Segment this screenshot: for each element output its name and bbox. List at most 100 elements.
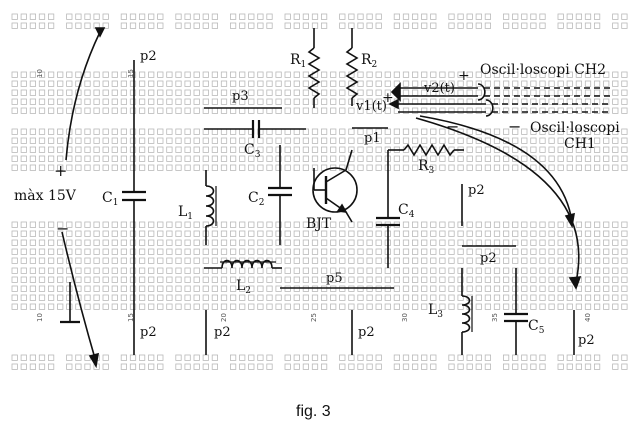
breadboard-hole — [84, 276, 91, 283]
breadboard-hole — [284, 13, 291, 20]
breadboard-hole — [375, 98, 382, 105]
col-num-20: 20 — [220, 313, 228, 322]
breadboard-hole — [229, 128, 237, 135]
breadboard-hole — [166, 239, 173, 246]
breadboard-hole — [84, 257, 91, 264]
breadboard-hole — [93, 107, 100, 114]
breadboard-hole — [293, 22, 300, 29]
breadboard-hole — [193, 80, 200, 87]
breadboard-hole — [157, 71, 164, 78]
breadboard-hole — [38, 107, 46, 114]
breadboard-hole — [102, 22, 109, 29]
breadboard-hole — [184, 89, 191, 96]
breadboard-hole — [11, 303, 18, 310]
breadboard-hole — [239, 13, 246, 20]
breadboard-hole — [457, 354, 464, 361]
breadboard-hole — [339, 363, 346, 370]
breadboard-hole — [248, 363, 255, 370]
breadboard-hole — [229, 146, 237, 153]
breadboard-hole — [466, 137, 473, 144]
breadboard-hole — [539, 164, 546, 171]
breadboard-hole — [120, 221, 127, 228]
breadboard-hole — [475, 107, 482, 114]
p2-label-bottom-27: p2 — [358, 325, 375, 340]
breadboard-hole — [375, 363, 382, 370]
breadboard-hole — [38, 363, 46, 370]
breadboard-hole — [11, 248, 18, 255]
breadboard-hole — [475, 285, 482, 292]
breadboard-hole — [430, 22, 437, 29]
breadboard-hole — [202, 107, 209, 114]
breadboard-hole — [502, 164, 510, 171]
breadboard-hole — [484, 276, 492, 283]
breadboard-hole — [594, 363, 601, 370]
breadboard-hole — [439, 257, 446, 264]
breadboard-hole — [184, 294, 191, 301]
breadboard-hole — [530, 257, 537, 264]
breadboard-hole — [293, 294, 300, 301]
c5-label: C5 — [528, 318, 545, 336]
breadboard-hole — [57, 294, 64, 301]
breadboard-hole — [375, 257, 382, 264]
breadboard-hole — [320, 137, 328, 144]
col-num-10-top: 10 — [36, 69, 44, 78]
breadboard-hole — [57, 71, 64, 78]
breadboard-hole — [157, 267, 164, 274]
breadboard-hole — [594, 22, 601, 29]
breadboard-hole — [311, 354, 319, 361]
breadboard-hole — [311, 137, 319, 144]
breadboard-hole — [530, 230, 537, 237]
breadboard-hole — [375, 303, 382, 310]
breadboard-hole — [348, 221, 355, 228]
breadboard-hole — [366, 294, 373, 301]
breadboard-hole — [148, 267, 155, 274]
breadboard-hole — [302, 294, 310, 301]
breadboard-hole — [211, 354, 218, 361]
breadboard-hole — [57, 128, 64, 135]
breadboard-hole — [157, 98, 164, 105]
breadboard-hole — [594, 257, 601, 264]
breadboard-hole — [557, 80, 564, 87]
breadboard-hole — [320, 221, 328, 228]
breadboard-hole — [257, 294, 264, 301]
breadboard-hole — [603, 285, 610, 292]
breadboard-hole — [339, 239, 346, 246]
breadboard-hole — [612, 128, 619, 135]
breadboard-hole — [66, 354, 73, 361]
breadboard-hole — [612, 267, 619, 274]
breadboard-hole — [38, 137, 46, 144]
p5-label: p5 — [326, 271, 343, 286]
breadboard-hole — [138, 267, 146, 274]
breadboard-hole — [320, 230, 328, 237]
breadboard-hole — [11, 89, 18, 96]
breadboard-hole — [29, 354, 37, 361]
breadboard-hole — [248, 13, 255, 20]
breadboard-hole — [175, 221, 182, 228]
breadboard-hole — [129, 363, 137, 370]
breadboard-hole — [539, 128, 546, 135]
breadboard-hole — [129, 354, 137, 361]
breadboard-hole — [539, 363, 546, 370]
breadboard-hole — [66, 80, 73, 87]
breadboard-hole — [184, 285, 191, 292]
breadboard-hole — [512, 13, 519, 20]
breadboard-hole — [239, 230, 246, 237]
breadboard-hole — [93, 294, 100, 301]
breadboard-hole — [239, 363, 246, 370]
breadboard-hole — [229, 248, 237, 255]
breadboard-hole — [220, 71, 228, 78]
breadboard-hole — [621, 107, 628, 114]
breadboard-hole — [484, 257, 492, 264]
breadboard-hole — [120, 71, 127, 78]
breadboard-hole — [293, 71, 300, 78]
breadboard-hole — [102, 155, 109, 162]
breadboard-hole — [475, 239, 482, 246]
breadboard-hole — [411, 137, 419, 144]
breadboard-hole — [84, 137, 91, 144]
breadboard-hole — [93, 285, 100, 292]
breadboard-hole — [584, 164, 592, 171]
breadboard-hole — [38, 276, 46, 283]
breadboard-hole — [502, 363, 510, 370]
breadboard-hole — [48, 285, 55, 292]
breadboard-hole — [111, 155, 118, 162]
